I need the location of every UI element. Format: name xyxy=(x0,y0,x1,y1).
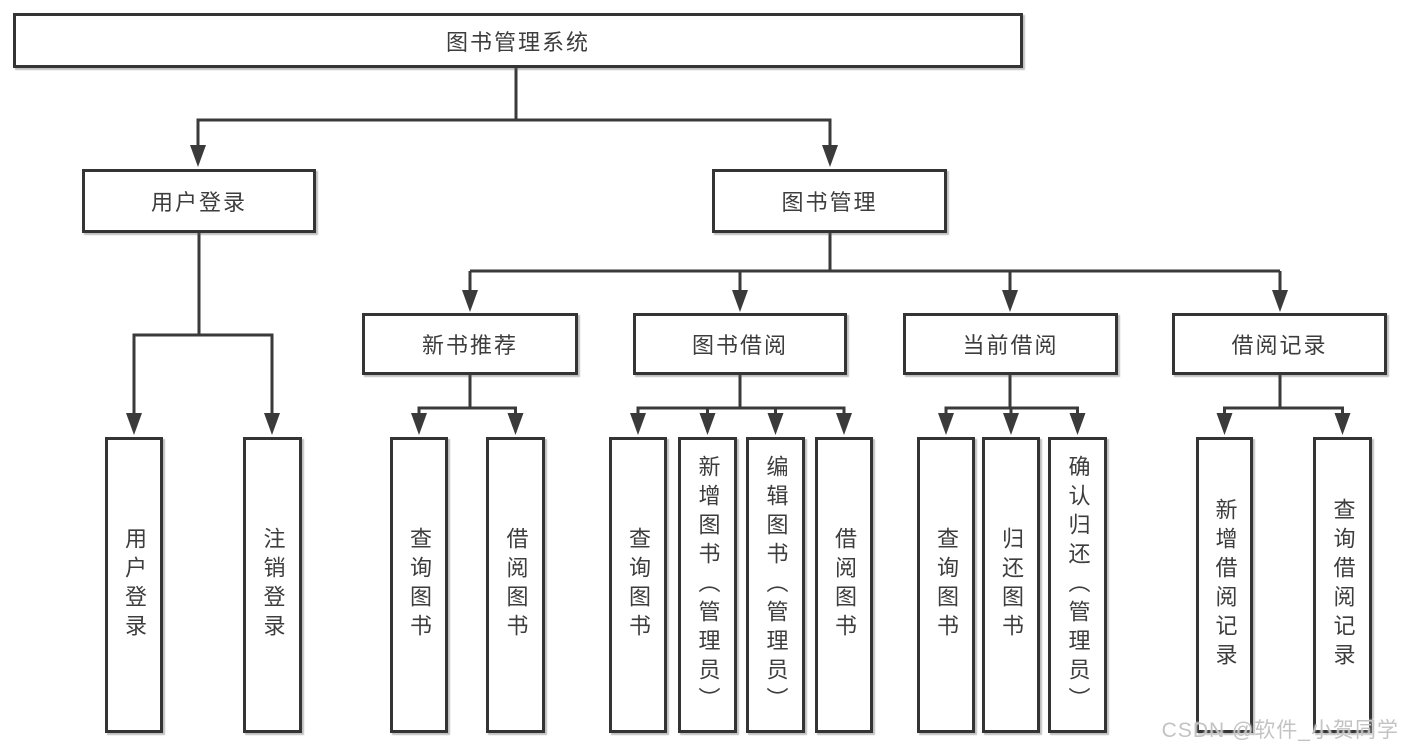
arrowhead xyxy=(190,145,206,167)
node-book-borrow: 图书借阅 xyxy=(633,313,847,375)
node-user-login: 用户登录 xyxy=(105,437,163,733)
node-label: 图书管理系统 xyxy=(445,29,590,55)
node-label: 查询借阅记录 xyxy=(1330,498,1356,672)
node-borrow-books-2: 借阅图书 xyxy=(815,437,873,733)
arrowhead xyxy=(411,413,427,435)
node-label: 新书推荐 xyxy=(421,333,518,358)
arrowhead xyxy=(1069,413,1086,435)
node-borrow-records: 借阅记录 xyxy=(1172,313,1387,375)
node-label: 注销登录 xyxy=(260,527,286,643)
node-user-login-branch: 用户登录 xyxy=(82,169,316,233)
node-return-books: 归还图书 xyxy=(982,437,1040,733)
arrowhead xyxy=(767,413,784,435)
node-label: 确认归还（管理员） xyxy=(1065,454,1091,716)
node-query-books-1: 查询图书 xyxy=(390,437,448,733)
node-query-borrow-record: 查询借阅记录 xyxy=(1313,437,1372,733)
node-label: 查询图书 xyxy=(407,527,432,643)
node-label: 编辑图书（管理员） xyxy=(763,454,789,716)
node-label: 借阅图书 xyxy=(503,527,529,643)
arrowhead xyxy=(462,290,478,312)
node-current-borrow: 当前借阅 xyxy=(903,313,1118,375)
arrowhead xyxy=(836,413,852,435)
node-label: 借阅记录 xyxy=(1231,333,1328,358)
node-book-management-system: 图书管理系统 xyxy=(13,13,1023,68)
arrowhead xyxy=(1216,413,1233,435)
node-label: 图书借阅 xyxy=(691,333,788,358)
node-logout: 注销登录 xyxy=(243,437,302,733)
arrowhead xyxy=(1334,413,1351,435)
arrowhead xyxy=(630,413,646,435)
node-label: 查询图书 xyxy=(626,527,651,643)
node-borrow-books-1: 借阅图书 xyxy=(486,437,545,733)
node-book-management-branch: 图书管理 xyxy=(712,169,947,233)
arrowhead xyxy=(126,413,142,435)
arrowhead xyxy=(1003,413,1019,435)
node-add-borrow-record: 新增借阅记录 xyxy=(1196,437,1253,733)
node-query-books-2: 查询图书 xyxy=(609,437,667,733)
node-label: 归还图书 xyxy=(999,527,1024,643)
node-label: 借阅图书 xyxy=(832,527,857,643)
node-label: 查询图书 xyxy=(934,527,959,643)
node-label: 用户登录 xyxy=(122,527,147,643)
arrowhead xyxy=(1272,290,1288,312)
node-label: 用户登录 xyxy=(150,190,247,215)
csdn-watermark: CSDN @软件_小贺同学 xyxy=(1161,719,1399,742)
node-new-book-recommend: 新书推荐 xyxy=(362,313,578,375)
node-add-book-admin: 新增图书（管理员） xyxy=(678,437,737,733)
node-edit-book-admin: 编辑图书（管理员） xyxy=(746,437,805,733)
node-label: 新增图书（管理员） xyxy=(695,454,721,716)
node-label: 当前借阅 xyxy=(962,333,1059,358)
node-confirm-return-admin: 确认归还（管理员） xyxy=(1048,437,1107,733)
arrowhead xyxy=(507,413,524,435)
node-label: 新增借阅记录 xyxy=(1212,498,1238,672)
arrowhead xyxy=(822,145,838,167)
arrowhead xyxy=(938,413,954,435)
node-query-books-3: 查询图书 xyxy=(917,437,975,733)
arrowhead xyxy=(1002,290,1018,312)
arrowhead xyxy=(699,413,716,435)
node-label: 图书管理 xyxy=(781,190,878,215)
arrowhead xyxy=(264,413,280,435)
arrowhead xyxy=(732,290,748,312)
